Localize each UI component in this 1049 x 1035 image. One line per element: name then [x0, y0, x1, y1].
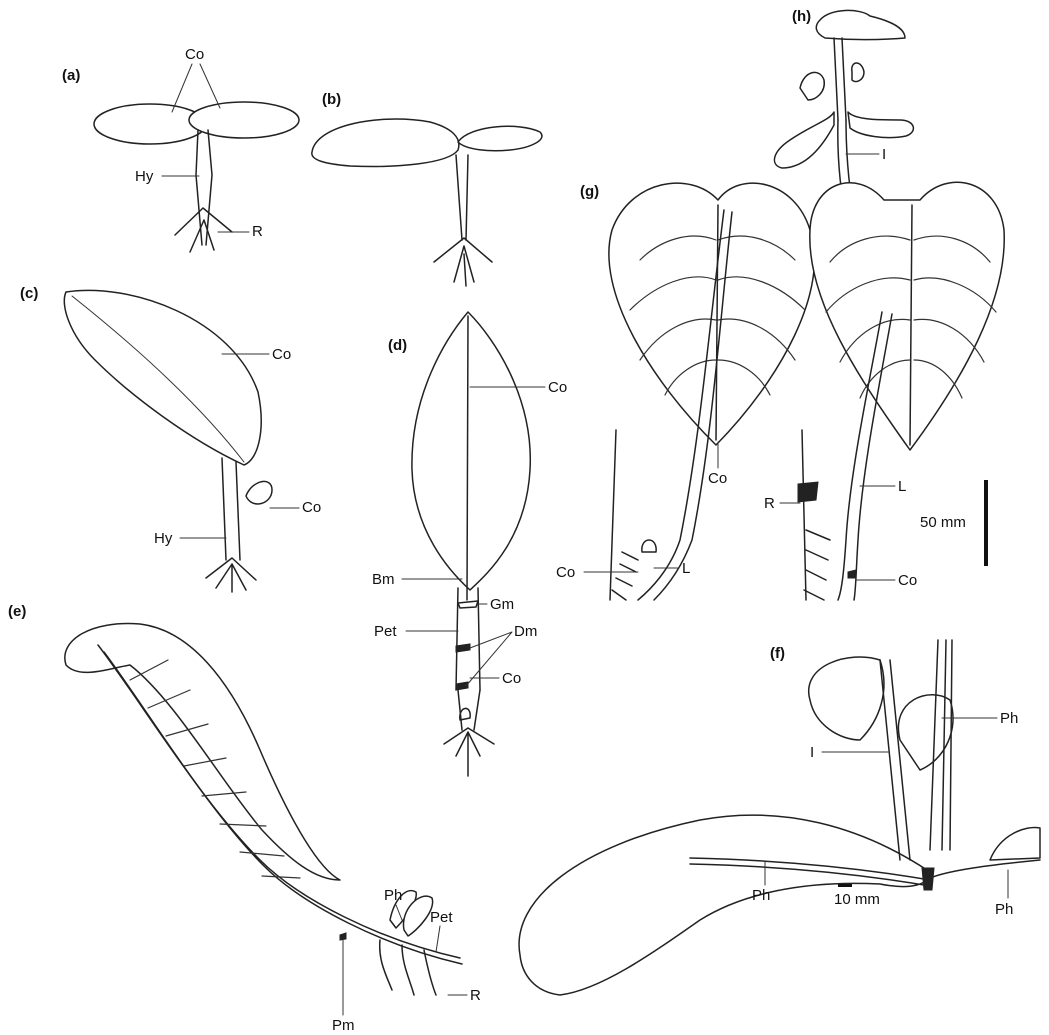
- cotyledon-d-large: [412, 312, 530, 590]
- panel-a-tag: (a): [62, 67, 80, 84]
- label-co-low: Co: [556, 564, 575, 581]
- peduncle-h: [834, 38, 846, 120]
- cotyledon-d-midrib: [467, 316, 468, 600]
- stem-h-lower: [802, 430, 806, 600]
- label-ph: Ph: [384, 887, 402, 904]
- base-f: [922, 868, 934, 890]
- label-l: L: [682, 560, 690, 577]
- label-pet: Pet: [374, 623, 397, 640]
- cotyledon-left: [94, 104, 206, 144]
- blade-e: [65, 623, 340, 880]
- panel-e-tag: (e): [8, 603, 26, 620]
- flower-head-h: [816, 10, 905, 39]
- dark-mark-upper: [456, 644, 470, 652]
- panel-f-tag: (f): [770, 645, 785, 662]
- cotyledon-right: [189, 102, 299, 138]
- label-hy: Hy: [135, 168, 154, 185]
- label-gm: Gm: [490, 596, 514, 613]
- label-co-small: Co: [302, 499, 321, 516]
- scale-label-f: 10 mm: [834, 891, 880, 908]
- hypocotyl-a: [196, 130, 212, 245]
- label-r: R: [764, 495, 775, 512]
- cotyledon-c-large: [64, 290, 261, 465]
- label-pet: Pet: [430, 909, 453, 926]
- panel-c-tag: (c): [20, 285, 38, 302]
- label-co-bottom: Co: [502, 670, 521, 687]
- label-co: Co: [898, 572, 917, 589]
- bud-left: [800, 72, 824, 100]
- label-i: I: [882, 146, 886, 163]
- panel-g-tag: (g): [580, 183, 599, 200]
- label-l: L: [898, 478, 906, 495]
- panel-f: (f) I Ph Ph Ph 10 mm: [519, 640, 1040, 995]
- label-bm: Bm: [372, 571, 395, 588]
- hypocotyl-b: [456, 155, 468, 240]
- roots-a: [175, 208, 232, 252]
- small-leaf-right-h: [848, 112, 913, 138]
- label-hy: Hy: [154, 530, 173, 547]
- stem-g: [610, 430, 616, 600]
- label-co-top: Co: [272, 346, 291, 363]
- panel-b: (b): [312, 91, 542, 286]
- cotyledon-h: [848, 570, 856, 578]
- leader-pet: [436, 926, 440, 952]
- plant-h-drawing: [774, 10, 1004, 600]
- panel-d-tag: (d): [388, 337, 407, 354]
- green-mark: [458, 601, 478, 608]
- label-co-top: Co: [548, 379, 567, 396]
- panel-e: (e) Ph Pet R Pm: [8, 603, 481, 1034]
- seedling-b-drawing: [312, 119, 542, 286]
- roots-g: [612, 552, 638, 600]
- seedling-a-drawing: [94, 102, 299, 252]
- young-leaf-1: [809, 657, 884, 740]
- cotyledon-small: [458, 126, 542, 150]
- cotyledon-c-small: [246, 481, 272, 504]
- label-pm: Pm: [332, 1017, 355, 1034]
- cotyledon-g: [642, 540, 656, 552]
- label-co-leaf: Co: [708, 470, 727, 487]
- panel-h-tag: (h): [792, 8, 811, 25]
- hypocotyl-c: [222, 458, 240, 560]
- label-ph-top: Ph: [1000, 710, 1018, 727]
- scale-bar-f: [838, 884, 852, 887]
- panel-d: (d) Co Bm Gm Pet Dm Co: [372, 312, 567, 776]
- label-r: R: [470, 987, 481, 1004]
- small-leaf-left-h: [774, 112, 834, 168]
- label-dm: Dm: [514, 623, 537, 640]
- label-ph-left: Ph: [752, 887, 770, 904]
- right-leaf-f: [990, 827, 1040, 860]
- right-petiole-f: [930, 860, 1040, 878]
- panel-b-tag: (b): [322, 91, 341, 108]
- panel-c: (c) Co Co Hy: [20, 285, 321, 592]
- scale-bar-h: [984, 480, 988, 566]
- label-co: Co: [185, 46, 204, 63]
- petiole-mark: [340, 933, 346, 940]
- seedling-d-drawing: [412, 312, 530, 776]
- roots-h: [804, 530, 830, 600]
- cotyledon-large: [312, 119, 459, 166]
- plant-e-drawing: [65, 623, 462, 995]
- scale-label-h: 50 mm: [920, 514, 966, 531]
- label-i: I: [810, 744, 814, 761]
- panel-g: (g) Co Co L: [556, 183, 814, 600]
- bud-right: [852, 63, 864, 82]
- label-ph-right: Ph: [995, 901, 1013, 918]
- roots-d: [444, 728, 494, 776]
- cordate-leaf-h: [810, 182, 1004, 450]
- label-r: R: [252, 223, 263, 240]
- panel-a: (a) Co Hy R: [62, 46, 299, 252]
- root-band-h: [798, 482, 818, 502]
- roots-b: [434, 238, 492, 286]
- roots-c: [206, 558, 256, 592]
- plant-f-drawing: [519, 640, 1040, 995]
- plant-g-drawing: [609, 183, 815, 600]
